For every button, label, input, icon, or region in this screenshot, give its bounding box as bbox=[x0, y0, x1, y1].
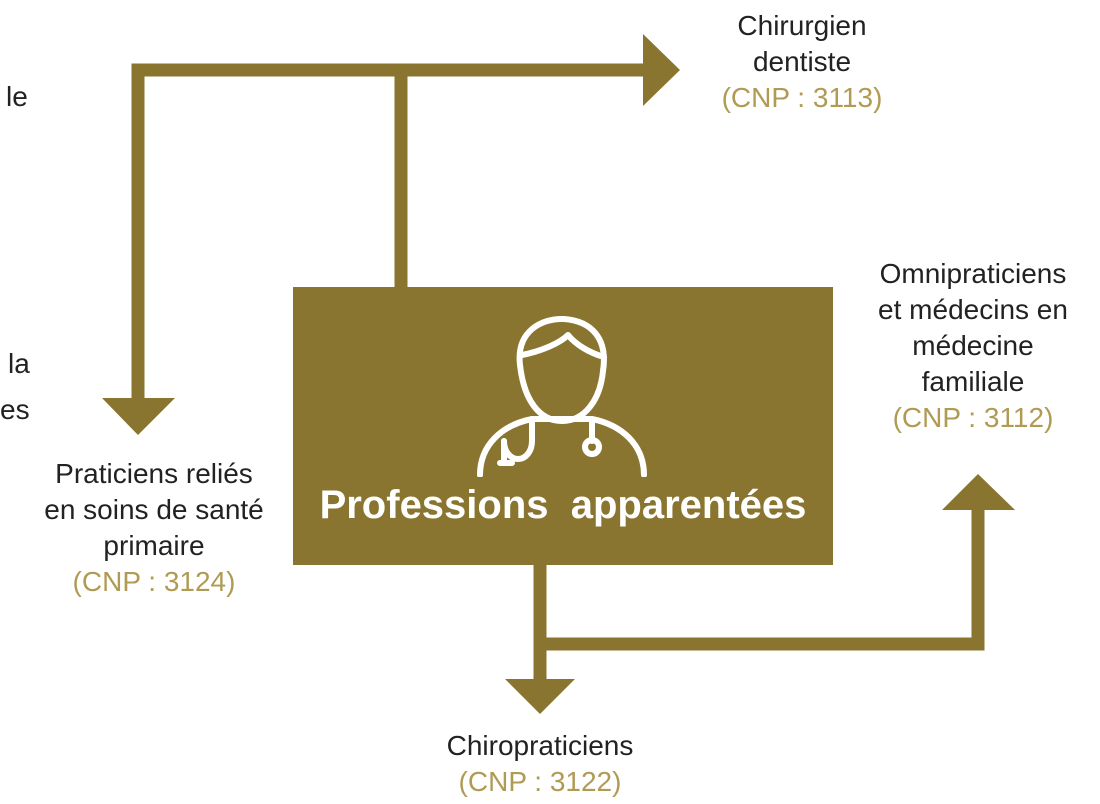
node-dentist-line-2: dentiste bbox=[752, 46, 852, 77]
center-title: Professions apparentées bbox=[319, 483, 807, 527]
node-general-practitioners-line-3: médecine bbox=[912, 330, 1034, 361]
arrowhead-dentist bbox=[643, 34, 680, 106]
node-general-practitioners-line-1: Omnipraticiens bbox=[879, 258, 1067, 289]
node-dentist-code: (CNP : 3113) bbox=[721, 82, 883, 113]
node-primary-care-line-3: primaire bbox=[103, 530, 205, 561]
center-box: Professions apparentées bbox=[293, 287, 833, 565]
clipped-fragment-2: la bbox=[8, 348, 30, 379]
connector-top-to-dentist bbox=[394, 63, 650, 288]
clipped-fragment-1: le bbox=[6, 81, 28, 112]
node-primary-care: Praticiens reliés en soins de santé prim… bbox=[18, 456, 290, 600]
node-dentist-line-1: Chirurgien bbox=[737, 10, 867, 41]
node-primary-care-code: (CNP : 3124) bbox=[72, 566, 236, 597]
node-chiropractors-code: (CNP : 3122) bbox=[458, 766, 622, 797]
node-primary-care-line-2: en soins de santé bbox=[44, 494, 264, 525]
node-chiropractors: Chiropraticiens (CNP : 3122) bbox=[400, 728, 680, 800]
doctor-stethoscope-icon bbox=[477, 315, 647, 477]
arrowhead-chiropractors bbox=[505, 679, 575, 714]
node-chiropractors-line-1: Chiropraticiens bbox=[446, 730, 634, 761]
arrowhead-general-practitioners bbox=[942, 474, 1015, 510]
node-general-practitioners-line-4: familiale bbox=[921, 366, 1025, 397]
node-primary-care-line-1: Praticiens reliés bbox=[55, 458, 253, 489]
arrowhead-primary-care bbox=[102, 398, 175, 435]
node-general-practitioners-line-2: et médecins en bbox=[878, 294, 1068, 325]
connector-top-to-primary-care bbox=[131, 63, 401, 398]
connector-bottom-to-general-practitioners bbox=[540, 500, 985, 651]
node-general-practitioners-code: (CNP : 3112) bbox=[892, 402, 1054, 433]
node-dentist: Chirurgien dentiste (CNP : 3113) bbox=[686, 8, 918, 116]
node-general-practitioners: Omnipraticiens et médecins en médecine f… bbox=[850, 256, 1096, 436]
clipped-fragment-3: es bbox=[0, 394, 30, 425]
